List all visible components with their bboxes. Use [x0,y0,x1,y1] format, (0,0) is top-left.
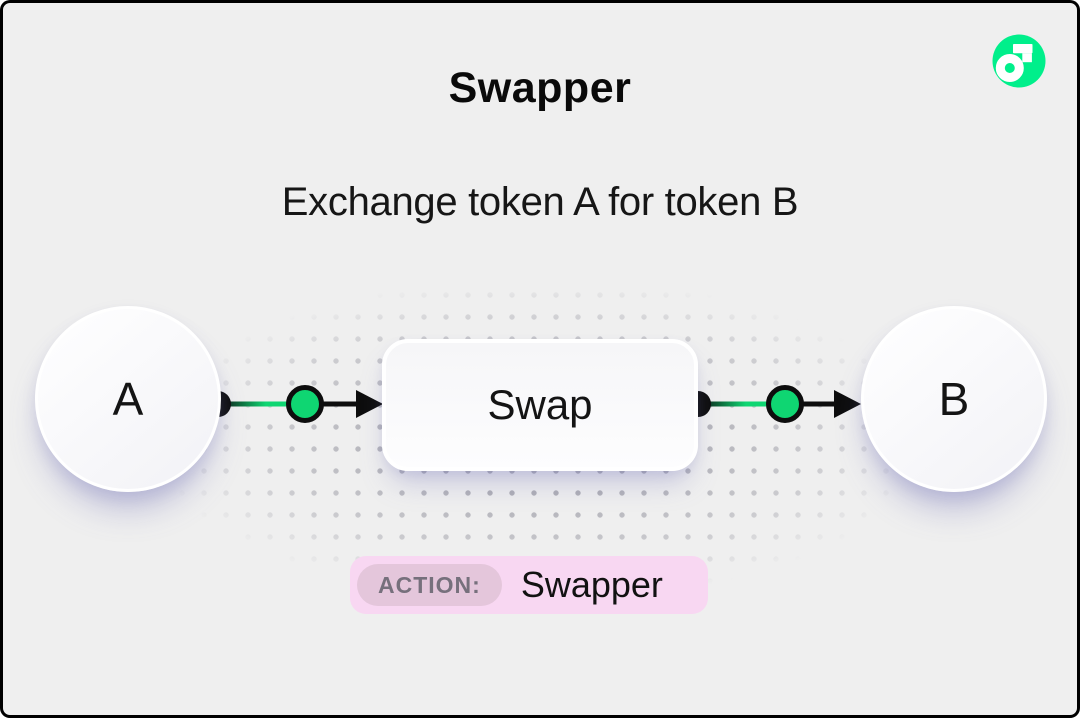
action-badge-value: Swapper [520,564,663,605]
flow-logo-icon [992,34,1046,88]
node-token-b: B [861,306,1047,492]
node-swap: Swap [382,339,698,471]
page-title: Swapper [448,64,632,112]
flow-logo-svg [992,34,1046,88]
node-token-a: A [35,306,221,492]
node-token-a-label: A [112,373,144,425]
node-token-b-label: B [938,373,970,425]
node-swap-label: Swap [487,381,593,428]
action-badge: ACTION: Swapper [350,556,708,614]
action-badge-label: ACTION: [357,564,502,606]
page-subtitle: Exchange token A for token B [281,180,799,224]
